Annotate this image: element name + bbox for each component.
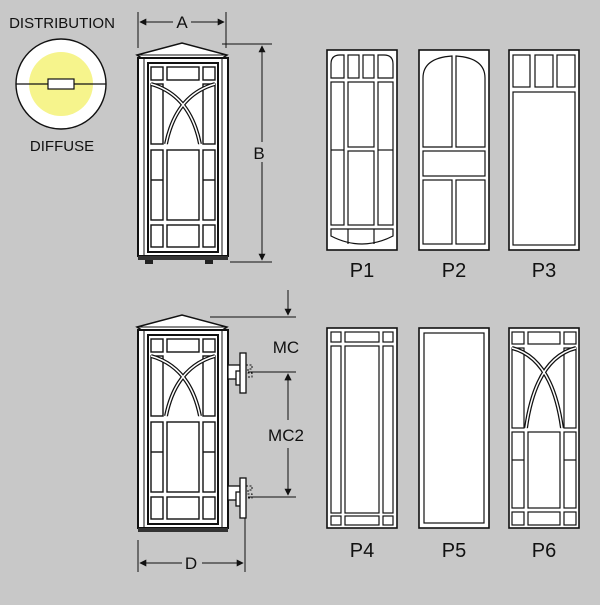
mount-bracket-lower: [227, 477, 253, 519]
fixture-front-view: [135, 42, 229, 264]
dimension-mc2: MC2: [248, 371, 304, 498]
panel-label-p3: P3: [532, 260, 556, 282]
panel-option-p3: P3: [508, 49, 580, 282]
distribution-type: DIFFUSE: [30, 138, 94, 155]
dimension-b: B: [222, 43, 272, 263]
dimension-mc-label: MC: [273, 338, 299, 357]
panel-option-p6: P6: [508, 327, 580, 562]
panel-label-p5: P5: [442, 540, 466, 562]
panel-option-p1: P1: [326, 49, 398, 282]
panel-label-p6: P6: [532, 540, 556, 562]
dimension-b-label: B: [253, 144, 264, 163]
dimension-d: D: [137, 518, 246, 573]
panel-option-p4: P4: [326, 327, 398, 562]
distribution-symbol: DISTRIBUTION DIFFUSE: [9, 15, 115, 155]
lamp-icon: [47, 78, 75, 90]
distribution-title: DISTRIBUTION: [9, 15, 115, 32]
mount-bracket-upper: [227, 352, 253, 394]
panel-label-p1: P1: [350, 260, 374, 282]
panel-label-p4: P4: [350, 540, 374, 562]
panel-option-p2: P2: [418, 49, 490, 282]
dimension-d-label: D: [185, 554, 197, 573]
dimension-a-label: A: [176, 13, 188, 32]
dimension-a: A: [137, 12, 227, 48]
fixture-base: [138, 256, 228, 260]
fixture-roof: [135, 42, 229, 60]
dimension-mc2-label: MC2: [268, 426, 304, 445]
panel-label-p2: P2: [442, 260, 466, 282]
fixture-side-view: [135, 314, 253, 532]
panel-option-p5: P5: [418, 327, 490, 562]
